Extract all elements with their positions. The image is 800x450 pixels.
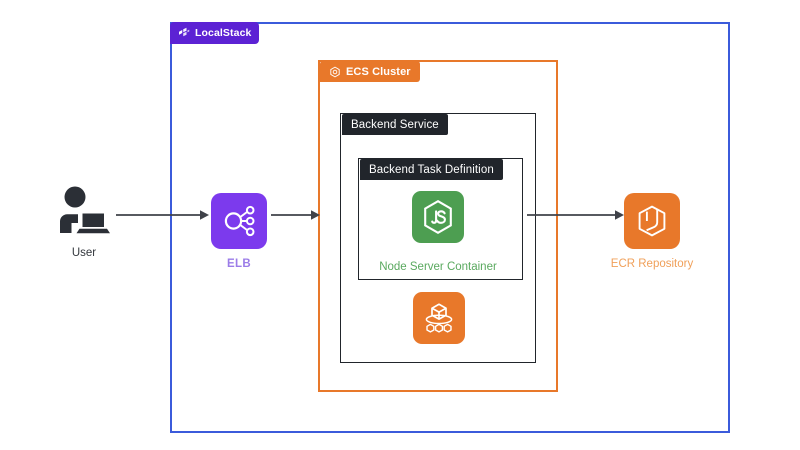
arrow-elb-to-ecs-cluster xyxy=(271,210,320,220)
localstack-boundary xyxy=(170,22,730,433)
arrow-task-definition-to-ecr xyxy=(527,210,624,220)
ecs-cluster-label-badge: ECS Cluster xyxy=(320,61,420,82)
backend-service-label-badge: Backend Service xyxy=(342,114,448,135)
localstack-label-text: LocalStack xyxy=(195,27,252,39)
backend-service-boundary xyxy=(340,113,536,363)
localstack-logo-icon xyxy=(178,27,190,39)
node-server-container-node: Node Server Container xyxy=(379,191,497,273)
elb-node: ELB xyxy=(209,193,269,271)
arrow-user-to-elb xyxy=(116,210,209,220)
user-label: User xyxy=(71,247,97,259)
backend-task-definition-label-text: Backend Task Definition xyxy=(369,163,494,176)
ecr-cube-icon xyxy=(624,193,680,249)
elb-label: ELB xyxy=(227,258,251,270)
backend-service-label-text: Backend Service xyxy=(351,118,439,131)
ecs-cluster-boundary xyxy=(318,60,558,392)
backend-task-definition-label-badge: Backend Task Definition xyxy=(360,159,503,180)
localstack-label-badge: LocalStack xyxy=(170,22,260,44)
ecs-cluster-icon xyxy=(329,66,341,78)
user-node: User xyxy=(42,186,126,260)
user-at-laptop-icon xyxy=(54,186,114,238)
ecr-repository-label: ECR Repository xyxy=(610,258,694,270)
elastic-load-balancer-icon xyxy=(211,193,267,249)
node-server-container-label: Node Server Container xyxy=(379,261,497,273)
ecr-repository-node: ECR Repository xyxy=(611,193,693,271)
backend-task-definition-boundary xyxy=(358,158,523,280)
ecs-task-container-node xyxy=(413,292,465,344)
nodejs-js-hexagon-icon xyxy=(412,191,464,243)
ecs-cluster-label-text: ECS Cluster xyxy=(346,65,411,78)
ecs-container-orchestration-icon xyxy=(413,292,465,344)
